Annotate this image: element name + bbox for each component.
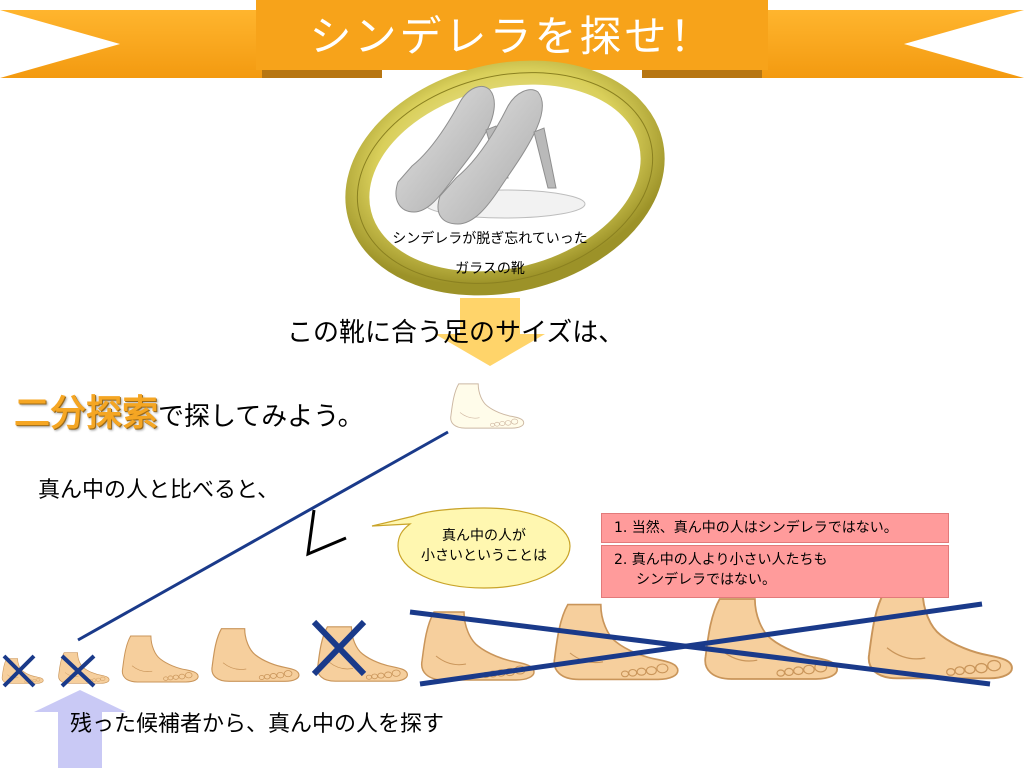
down-arrow-icon: [435, 298, 545, 366]
pointer-line: [77, 430, 449, 642]
foot-icon: [867, 590, 1014, 680]
question-text: この靴に合う足のサイズは、: [287, 318, 625, 348]
method-rest: で探してみよう。: [158, 402, 364, 432]
large-cross-lines: [409, 601, 991, 687]
banner-center: [256, 0, 768, 70]
glass-shoes-illustration: [345, 60, 665, 296]
banner-fold-left: [262, 68, 382, 78]
bubble-line2: 小さいということは: [421, 548, 547, 564]
shoe-caption-line2: ガラスの靴: [455, 261, 525, 277]
reference-foot-icon: [450, 383, 525, 429]
speech-bubble: [371, 507, 571, 589]
up-arrow-icon: [34, 690, 126, 768]
cross-mark-icon: [311, 619, 367, 677]
cross-marks: [2, 619, 367, 688]
method-highlight: 二分探索: [14, 393, 159, 434]
banner-left-ribbon: [0, 10, 270, 78]
conclusion-item2-line2: シンデレラではない。: [636, 572, 776, 588]
conclusion-item1: 1. 当然、真ん中の人はシンデレラではない。: [614, 520, 898, 536]
glass-shoes-icon: [395, 86, 557, 225]
conclusion-box-1: 1. 当然、真ん中の人はシンデレラではない。: [601, 513, 949, 543]
banner-right-ribbon: [754, 10, 1024, 78]
shoe-caption-line1: シンデレラが脱ぎ忘れていった: [392, 231, 588, 247]
bubble-text: 真ん中の人が 小さいということは: [394, 526, 574, 566]
conclusion-box-2: 2. 真ん中の人より小さい人たちも シンデレラではない。: [601, 545, 949, 598]
ring-outline: [356, 72, 654, 284]
compare-text: 真ん中の人と比べると、: [38, 478, 280, 503]
cross-mark-icon: [2, 654, 36, 688]
cross-mark-icon: [60, 654, 96, 688]
comparison-symbol: [306, 509, 347, 557]
foot-icon: [121, 635, 199, 683]
method-line: 二分探索で探してみよう。: [14, 384, 364, 436]
conclusion-item2-line1: 2. 真ん中の人より小さい人たちも: [614, 552, 828, 568]
page-title: シンデレラを探せ！: [309, 12, 715, 61]
bottom-text: 残った候補者から、真ん中の人を探す: [70, 712, 445, 737]
bubble-line1: 真ん中の人が: [442, 528, 526, 544]
foot-icon: [211, 628, 300, 682]
banner-fold-right: [642, 68, 762, 78]
title-banner: [0, 0, 1024, 78]
